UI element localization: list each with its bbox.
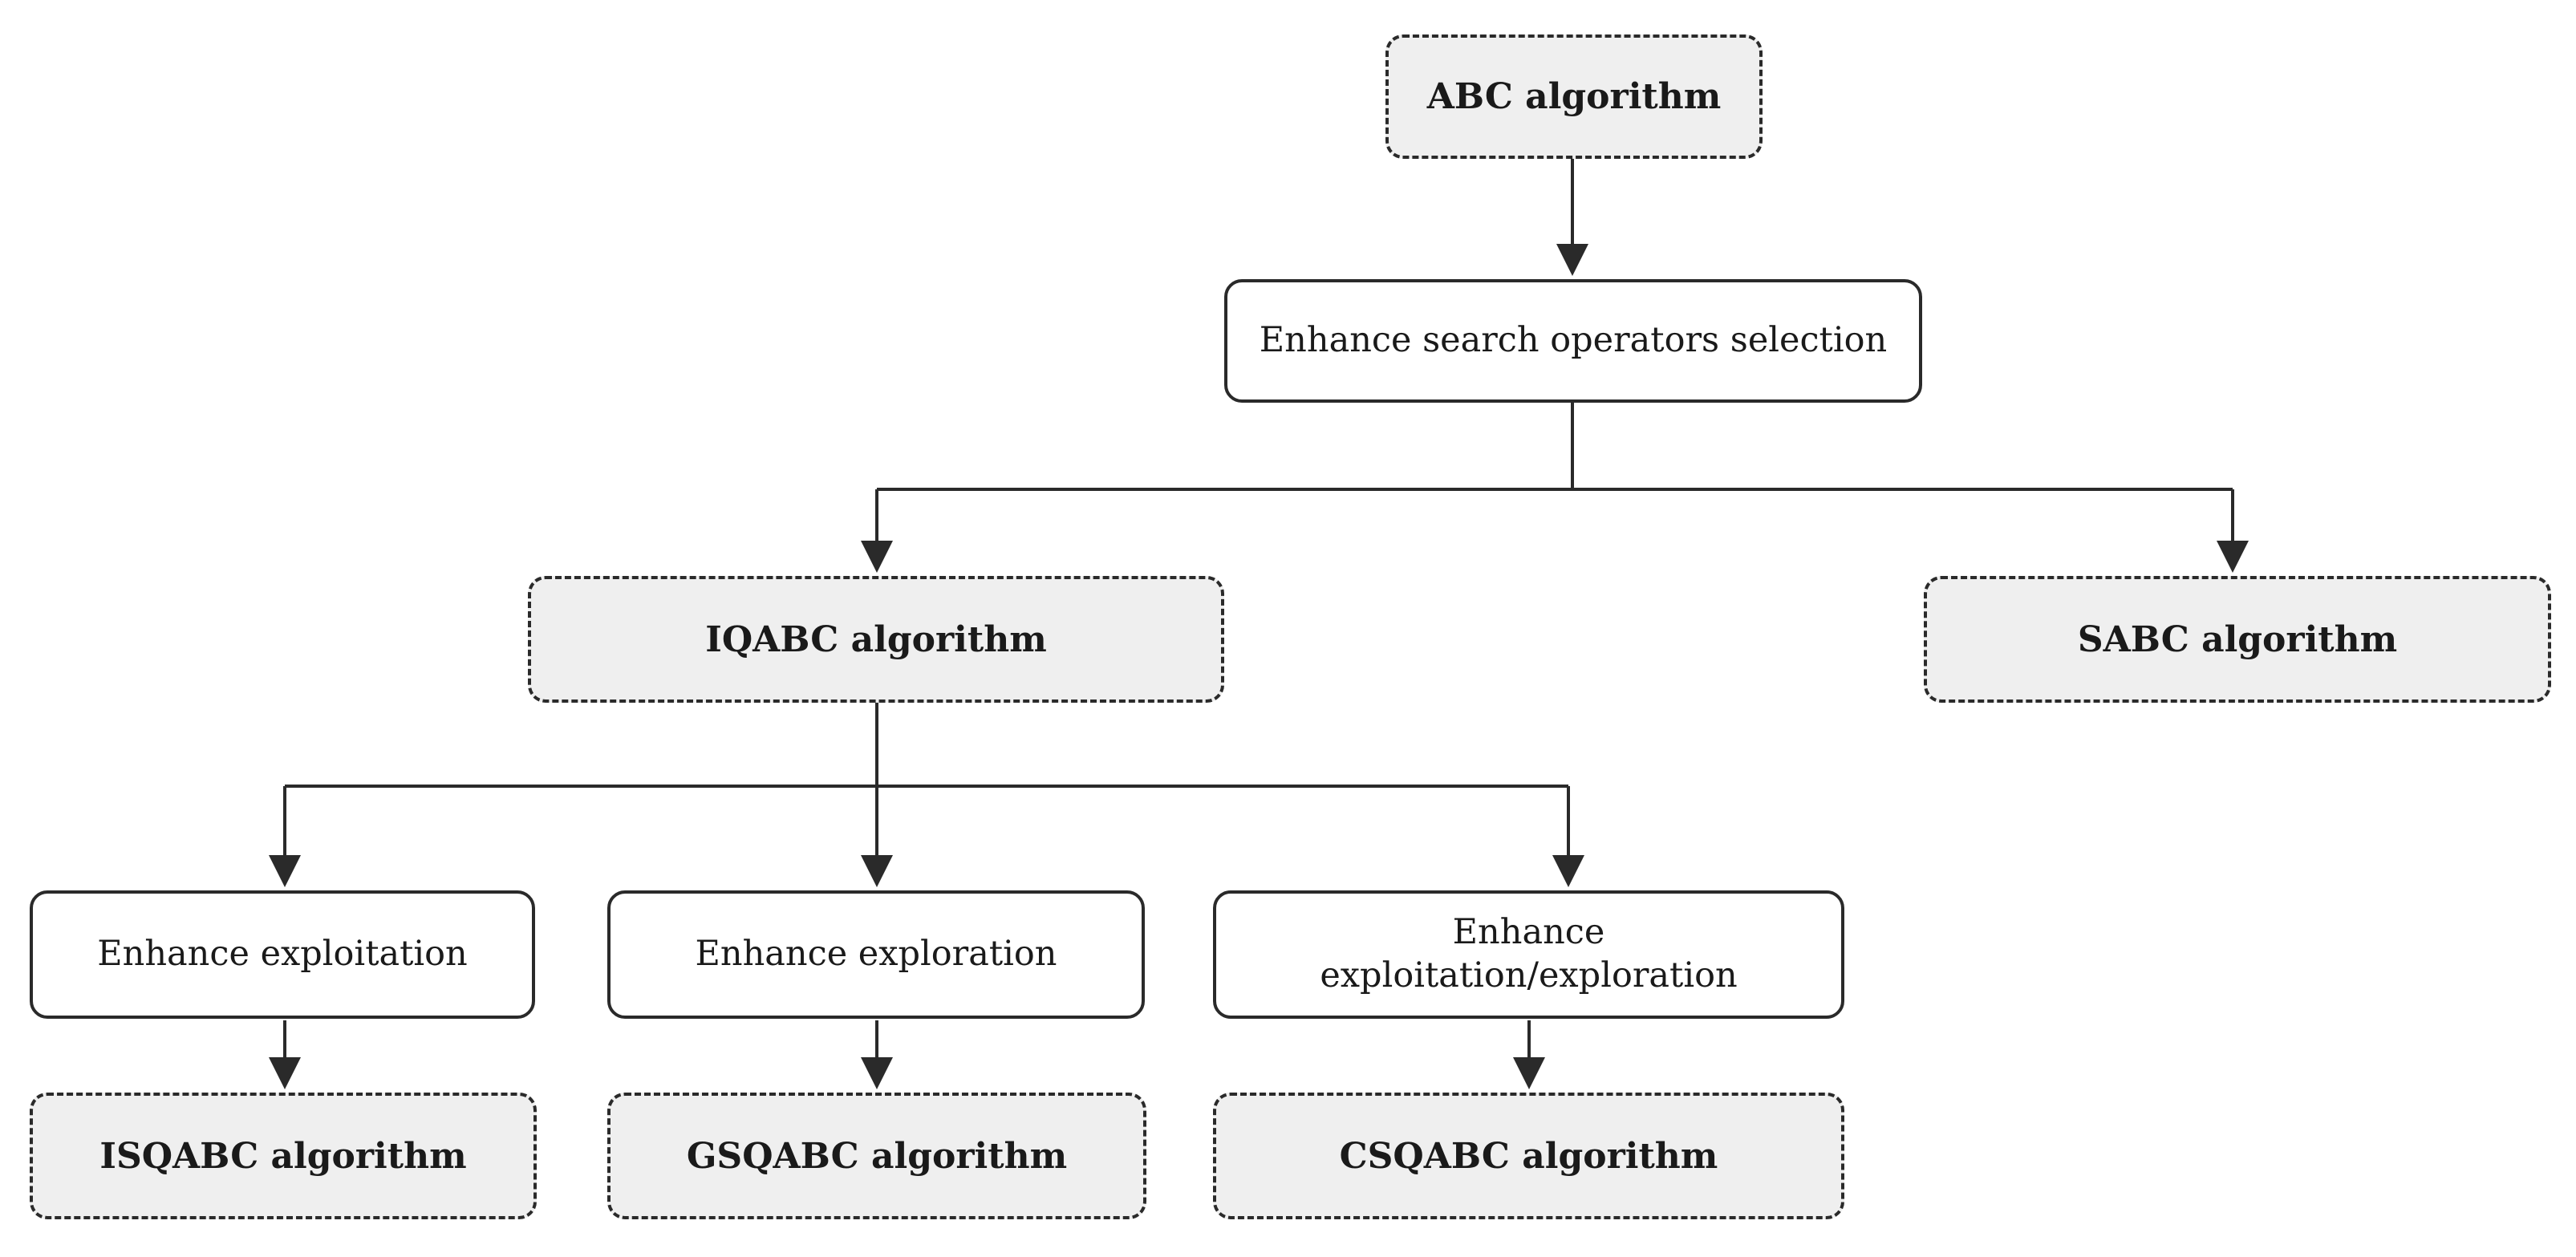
csqabc-algorithm-label: CSQABC algorithm	[1339, 1135, 1718, 1177]
enhance-exploitation-label: Enhance exploitation	[97, 934, 468, 975]
enhance-exploitation-exploration-node[interactable]: Enhance exploitation/exploration	[1213, 890, 1844, 1019]
abc-algorithm-node[interactable]: ABC algorithm	[1385, 34, 1763, 159]
enhance-search-label: Enhance search operators selection	[1259, 320, 1888, 361]
enhance-exploitation-exploration-label: Enhance exploitation/exploration	[1320, 912, 1738, 995]
isqabc-algorithm-label: ISQABC algorithm	[99, 1135, 467, 1177]
enhance-search-node[interactable]: Enhance search operators selection	[1224, 279, 1922, 403]
enhance-exploration-label: Enhance exploration	[695, 934, 1057, 975]
enhance-exploitation-node[interactable]: Enhance exploitation	[30, 890, 535, 1019]
csqabc-algorithm-node[interactable]: CSQABC algorithm	[1213, 1093, 1844, 1219]
iqabc-algorithm-label: IQABC algorithm	[705, 618, 1047, 660]
gsqabc-algorithm-node[interactable]: GSQABC algorithm	[607, 1093, 1146, 1219]
abc-algorithm-label: ABC algorithm	[1426, 76, 1722, 117]
isqabc-algorithm-node[interactable]: ISQABC algorithm	[30, 1093, 537, 1219]
sabc-algorithm-label: SABC algorithm	[2077, 618, 2398, 660]
iqabc-algorithm-node[interactable]: IQABC algorithm	[528, 576, 1224, 703]
gsqabc-algorithm-label: GSQABC algorithm	[686, 1135, 1068, 1177]
sabc-algorithm-node[interactable]: SABC algorithm	[1924, 576, 2551, 703]
enhance-exploration-node[interactable]: Enhance exploration	[607, 890, 1145, 1019]
